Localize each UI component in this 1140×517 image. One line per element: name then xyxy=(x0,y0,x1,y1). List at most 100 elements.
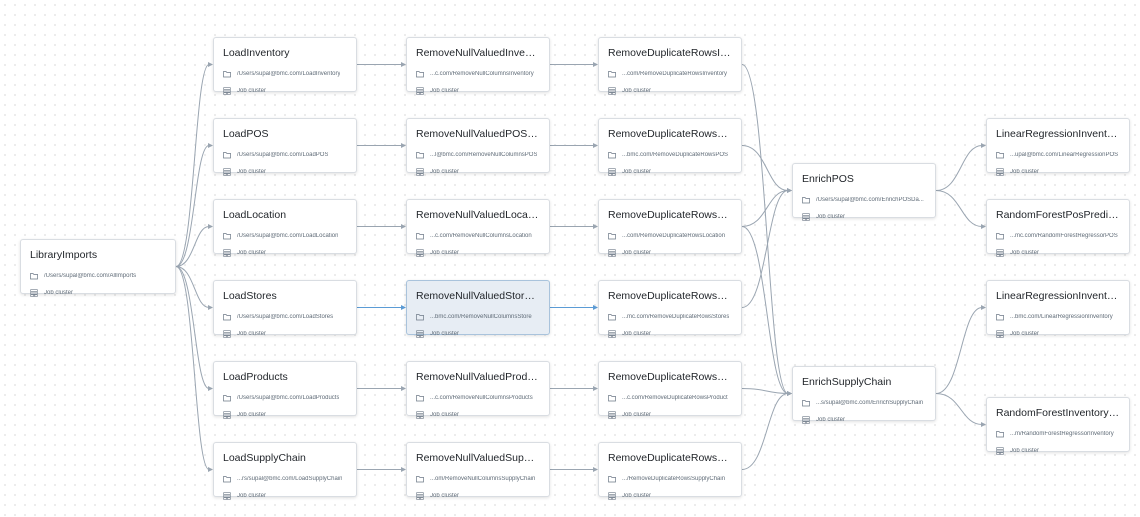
task-path: ...om/RemoveNullColumnsSupplyChain xyxy=(430,476,536,482)
task-path: ...upal@bmc.com/LinearRegressionPOS xyxy=(1010,152,1119,158)
task-cluster: Job cluster xyxy=(1010,331,1040,337)
cluster-icon xyxy=(996,447,1004,455)
cluster-icon xyxy=(223,168,231,176)
task-path: ...c.com/RemoveNullColumnsProducts xyxy=(430,395,533,401)
task-cluster: Job cluster xyxy=(430,250,460,256)
task-cluster: Job cluster xyxy=(622,169,652,175)
task-node-rf-inventory[interactable]: RandomForestInventoryPredi... ...m/Random… xyxy=(986,397,1130,455)
folder-icon xyxy=(608,476,616,483)
task-node-enrichsupplychain[interactable]: EnrichSupplyChain...s/supal@bmc.com/Enri… xyxy=(792,366,936,424)
edge-arrowhead xyxy=(401,143,406,148)
edge-rdr-product-to-enrichsupplychain xyxy=(741,388,789,394)
cluster-icon xyxy=(608,87,616,95)
edge-libraryimports-to-loadpos xyxy=(175,145,210,267)
task-node-rnv-product[interactable]: RemoveNullValuedProductCo......c.com/Rem… xyxy=(406,361,550,419)
task-node-rdr-pos[interactable]: RemoveDuplicateRowsPOS...bmc.com/RemoveD… xyxy=(598,118,742,176)
task-path: ...l@bmc.com/RemoveNullColumnsPOS xyxy=(430,152,538,158)
folder-icon xyxy=(608,233,616,240)
task-node-loadlocation[interactable]: LoadLocation/Users/supal@bmc.com/LoadLoc… xyxy=(213,199,357,257)
task-title: LoadStores xyxy=(223,290,277,302)
edge-libraryimports-to-loadstores xyxy=(175,266,210,308)
task-title: RandomForestInventoryPredi... xyxy=(996,407,1120,419)
folder-icon xyxy=(416,71,424,78)
task-path: ...c.com/RemoveNullColumnsLocation xyxy=(430,233,532,239)
task-path: ...bmc.com/LinearRegressionInventory xyxy=(1010,314,1113,320)
task-node-rdr-location[interactable]: RemoveDuplicateRowsLocation...com/Remove… xyxy=(598,199,742,257)
task-node-rnv-pos[interactable]: RemoveNullValuedPOSColum......l@bmc.com/… xyxy=(406,118,550,176)
folder-icon xyxy=(608,314,616,321)
task-node-loadstores[interactable]: LoadStores/Users/supal@bmc.com/LoadStore… xyxy=(213,280,357,338)
task-node-enrichpos[interactable]: EnrichPOS/Users/supal@bmc.com/EnrichPOSD… xyxy=(792,163,936,221)
task-node-lr-inventory[interactable]: LinearRegressionInventoryPre......bmc.co… xyxy=(986,280,1130,338)
task-node-rdr-stores[interactable]: RemoveDuplicateRowsStores...mc.com/Remov… xyxy=(598,280,742,338)
task-cluster: Job cluster xyxy=(237,331,267,337)
task-node-lr-pos[interactable]: LinearRegressionInventoryPOS...upal@bmc.… xyxy=(986,118,1130,176)
task-title: RemoveDuplicateRowsLocation xyxy=(608,209,732,221)
task-path: /Users/supal@bmc.com/LoadPOS xyxy=(237,152,329,158)
task-path: ...mc.com/RemoveDuplicateRowsStores xyxy=(622,314,730,320)
task-path: /Users/supal@bmc.com/EnrichPOSDa... xyxy=(816,197,924,203)
task-title: LoadPOS xyxy=(223,128,269,140)
edge-arrowhead xyxy=(981,305,986,310)
task-cluster: Job cluster xyxy=(816,214,846,220)
task-path: ...bmc.com/RemoveNullColumnsStore xyxy=(430,314,532,320)
task-cluster: Job cluster xyxy=(816,417,846,423)
edge-arrowhead xyxy=(593,467,598,472)
cluster-icon xyxy=(996,168,1004,176)
task-path: /Users/supal@bmc.com/LoadLocation xyxy=(237,233,339,239)
task-cluster: Job cluster xyxy=(430,493,460,499)
task-title: RandomForestPosPrediction xyxy=(996,209,1120,221)
edge-arrowhead xyxy=(593,224,598,229)
folder-icon xyxy=(416,314,424,321)
task-node-loadproducts[interactable]: LoadProducts/Users/supal@bmc.com/LoadPro… xyxy=(213,361,357,419)
edge-arrowhead xyxy=(981,143,986,148)
cluster-icon xyxy=(802,213,810,221)
task-title: LoadLocation xyxy=(223,209,287,221)
cluster-icon xyxy=(608,411,616,419)
task-cluster: Job cluster xyxy=(1010,169,1040,175)
task-cluster: Job cluster xyxy=(430,331,460,337)
task-node-rnv-location[interactable]: RemoveNullValuedLocationC......c.com/Rem… xyxy=(406,199,550,257)
edge-rdr-stores-to-enrichpos xyxy=(741,190,789,308)
task-node-rdr-supplychain[interactable]: RemoveDuplicateRowsSupply....../RemoveDu… xyxy=(598,442,742,500)
task-cluster: Job cluster xyxy=(622,88,652,94)
folder-icon xyxy=(416,152,424,159)
task-node-rdr-product[interactable]: RemoveDuplicateRowsProdu......c.com/Remo… xyxy=(598,361,742,419)
task-path: /Users/supal@bmc.com/LoadInventory xyxy=(237,71,341,77)
edge-libraryimports-to-loadlocation xyxy=(175,226,210,267)
folder-icon xyxy=(996,233,1004,240)
task-node-loadsupplychain[interactable]: LoadSupplyChain...rs/supal@bmc.com/LoadS… xyxy=(213,442,357,500)
task-node-rdr-inventory[interactable]: RemoveDuplicateRowsInvent......com/Remov… xyxy=(598,37,742,95)
task-path: ...c.com/RemoveNullColumnsInventory xyxy=(430,71,534,77)
task-title: RemoveDuplicateRowsSupply... xyxy=(608,452,732,464)
task-title: EnrichPOS xyxy=(802,173,854,185)
edge-libraryimports-to-loadproducts xyxy=(175,266,210,389)
task-node-rnv-store[interactable]: RemoveNullValuedStoreColu......bmc.com/R… xyxy=(406,280,550,338)
task-cluster: Job cluster xyxy=(622,331,652,337)
task-cluster: Job cluster xyxy=(237,250,267,256)
folder-icon xyxy=(223,152,231,159)
task-path: /Users/supal@bmc.com/LoadStores xyxy=(237,314,334,320)
task-cluster: Job cluster xyxy=(622,493,652,499)
folder-icon xyxy=(416,476,424,483)
task-node-libraryimports[interactable]: LibraryImports/Users/supal@bmc.com/AllIm… xyxy=(20,239,176,297)
cluster-icon xyxy=(416,492,424,500)
edge-enrichsupplychain-to-rf-inventory xyxy=(935,393,983,425)
task-node-rnv-supplychain[interactable]: RemoveNullValuedSupplyCha......om/Remove… xyxy=(406,442,550,500)
folder-icon xyxy=(996,314,1004,321)
folder-icon xyxy=(608,71,616,78)
edge-arrowhead xyxy=(981,224,986,229)
edge-arrowhead xyxy=(208,386,213,391)
folder-icon xyxy=(608,395,616,402)
cluster-icon xyxy=(223,87,231,95)
edge-arrowhead xyxy=(981,422,986,427)
task-cluster: Job cluster xyxy=(237,493,267,499)
task-path: ...rs/supal@bmc.com/LoadSupplyChain xyxy=(237,476,343,482)
task-cluster: Job cluster xyxy=(44,290,74,296)
task-path: ...m/RandomForestRegressorInventory xyxy=(1010,431,1114,437)
task-node-rnv-inventory[interactable]: RemoveNullValuedInventory......c.com/Rem… xyxy=(406,37,550,95)
edge-arrowhead xyxy=(401,467,406,472)
task-node-rf-pos[interactable]: RandomForestPosPrediction...mc.com/Rando… xyxy=(986,199,1130,257)
task-node-loadinventory[interactable]: LoadInventory/Users/supal@bmc.com/LoadIn… xyxy=(213,37,357,95)
